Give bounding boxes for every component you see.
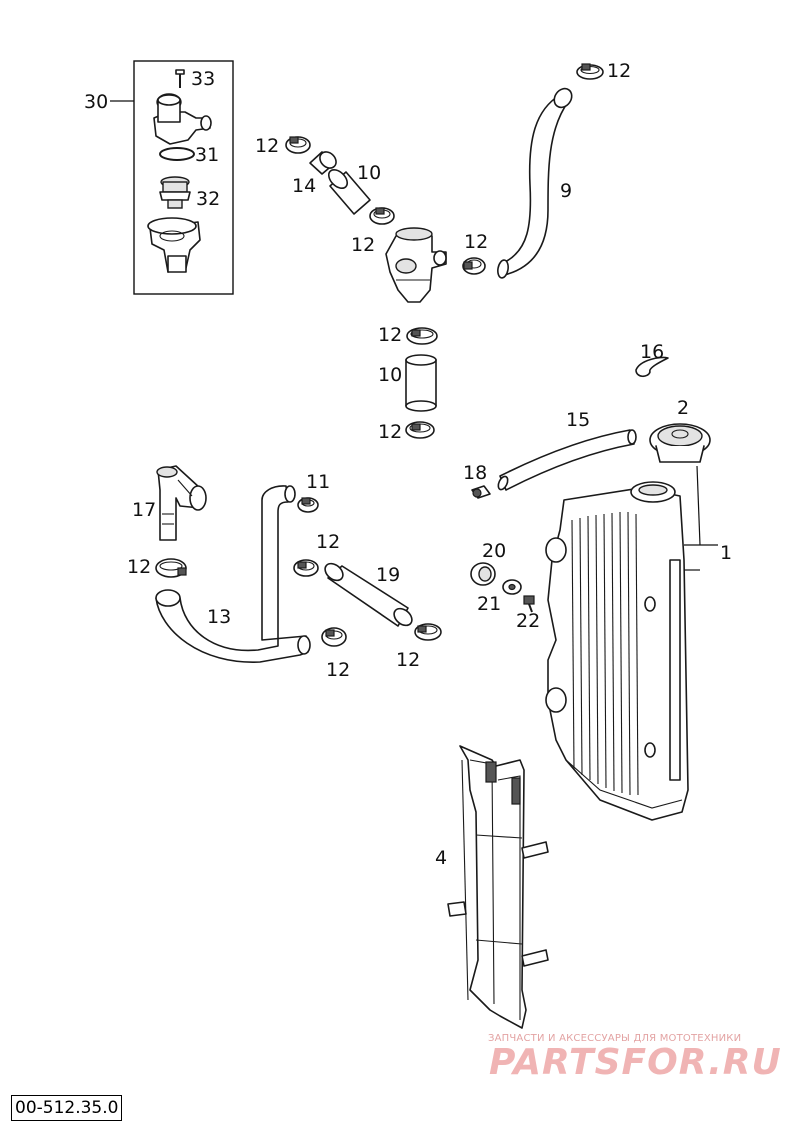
label-12d: 12 — [464, 231, 488, 253]
label-30: 30 — [84, 91, 108, 113]
label-12c: 12 — [351, 234, 375, 256]
grommet-20-icon — [470, 562, 496, 586]
label-9: 9 — [560, 180, 572, 202]
clamp-icon — [285, 136, 311, 154]
radiator-cap-2-icon — [649, 423, 711, 463]
label-18: 18 — [463, 462, 487, 484]
watermark-brand: PARTSFOR.RU — [489, 1042, 782, 1083]
label-32: 32 — [196, 188, 220, 210]
o-ring-31-icon — [159, 147, 195, 161]
clamp-icon — [155, 558, 187, 578]
label-12f: 12 — [378, 421, 402, 443]
label-17: 17 — [132, 499, 156, 521]
label-22: 22 — [516, 610, 540, 632]
water-pump-icon — [385, 227, 447, 303]
clamp-icon — [405, 421, 435, 439]
label-12e: 12 — [378, 324, 402, 346]
watermark-tagline: ЗАПЧАСТИ И АКСЕССУАРЫ ДЛЯ МОТОТЕХНИКИ — [488, 1033, 742, 1044]
hose-10-icon — [327, 168, 371, 215]
thermostat-housing-icon — [147, 217, 201, 273]
label-12b: 12 — [255, 135, 279, 157]
clamp-icon — [321, 627, 347, 647]
hose-14-icon — [309, 151, 337, 175]
label-1: 1 — [720, 542, 732, 564]
washer-21-icon — [502, 579, 522, 595]
label-10b: 10 — [378, 364, 402, 386]
hose-9-icon — [497, 87, 573, 279]
label-14: 14 — [292, 175, 316, 197]
label-13: 13 — [207, 606, 231, 628]
clip-16-icon — [635, 356, 669, 378]
label-11: 11 — [306, 471, 330, 493]
clamp-icon — [576, 63, 604, 80]
hose-13-icon — [155, 485, 311, 663]
thermostat-cover-icon — [153, 93, 212, 145]
label-33: 33 — [191, 68, 215, 90]
diagram-code: 00-512.35.0 — [11, 1095, 123, 1121]
clamp-icon — [462, 257, 486, 275]
label-12j: 12 — [396, 649, 420, 671]
label-12a: 12 — [607, 60, 631, 82]
label-12h: 12 — [316, 531, 340, 553]
radiator-1-icon — [545, 481, 689, 821]
thermostat-32-icon — [159, 176, 191, 209]
radiator-guard-4-icon — [447, 745, 549, 1029]
label-21: 21 — [477, 593, 501, 615]
fitting-17-icon — [156, 465, 207, 541]
hose-19-icon — [324, 562, 413, 627]
label-4: 4 — [435, 847, 447, 869]
label-19: 19 — [376, 564, 400, 586]
hose-10b-icon — [405, 354, 437, 412]
label-2: 2 — [677, 397, 689, 419]
bolt-22-icon — [523, 595, 535, 613]
clamp-icon — [369, 207, 395, 225]
label-16: 16 — [640, 341, 664, 363]
label-12i: 12 — [326, 659, 350, 681]
bolt-33-icon — [175, 69, 185, 88]
label-15: 15 — [566, 409, 590, 431]
label-10a: 10 — [357, 162, 381, 184]
hose-15-icon — [497, 429, 637, 491]
clamp-icon — [406, 327, 438, 345]
clamp-icon — [297, 497, 319, 513]
part-18-icon — [471, 485, 491, 499]
label-12g: 12 — [127, 556, 151, 578]
label-20: 20 — [482, 540, 506, 562]
thermostat-kit — [110, 60, 234, 295]
clamp-icon — [293, 559, 319, 577]
clamp-icon — [414, 623, 442, 641]
label-31: 31 — [195, 144, 219, 166]
